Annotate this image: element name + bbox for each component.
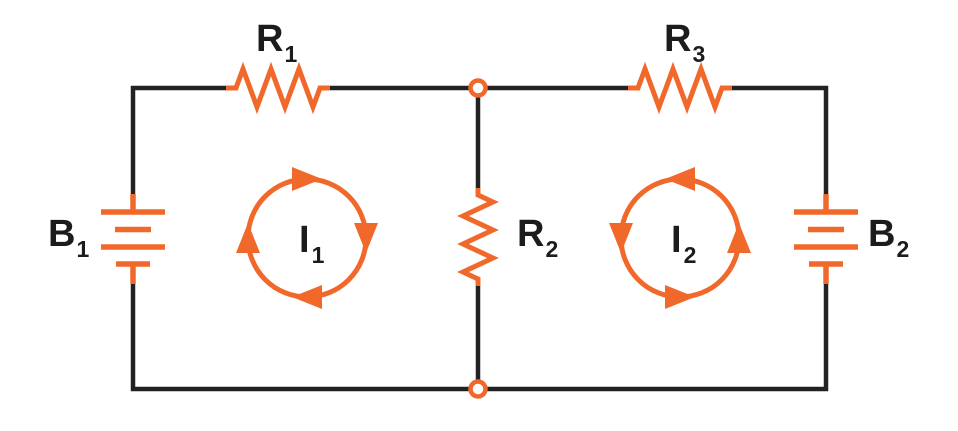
loop-i1-arrow-left-up-icon [236,223,260,253]
loop-i1-arrow-right-down-icon [354,223,378,253]
battery-b2 [794,194,858,284]
resistor-r1 [226,61,330,115]
node-bottom [468,379,488,399]
resistor-r2 [457,188,499,286]
wire-top-left [130,85,226,196]
label-b2: B2 [868,213,909,262]
label-i1: I1 [299,219,325,268]
loop-i2-arrow-bottom-right-icon [665,285,695,309]
resistor-r3 [628,61,732,115]
loop-i2-arrow-left-down-icon [609,223,633,253]
wire-top-right [732,85,829,196]
labels: R1 R3 B1 R2 B2 I1 I2 [48,18,909,268]
loop-i2 [609,167,751,309]
battery-b1 [101,194,165,284]
label-i2: I2 [671,219,696,268]
loop-i1-arrow-bottom-left-icon [292,285,322,309]
resistors [226,61,732,286]
loop-i1-arrow-top-right-icon [292,167,322,191]
label-r3: R3 [664,18,705,67]
label-b1: B1 [48,213,89,262]
loop-i1 [236,167,378,309]
node-top [468,78,488,98]
label-r2: R2 [517,213,558,262]
loop-i2-arrow-right-up-icon [727,223,751,253]
label-r1: R1 [256,18,297,67]
loop-i2-arrow-top-left-icon [665,167,695,191]
